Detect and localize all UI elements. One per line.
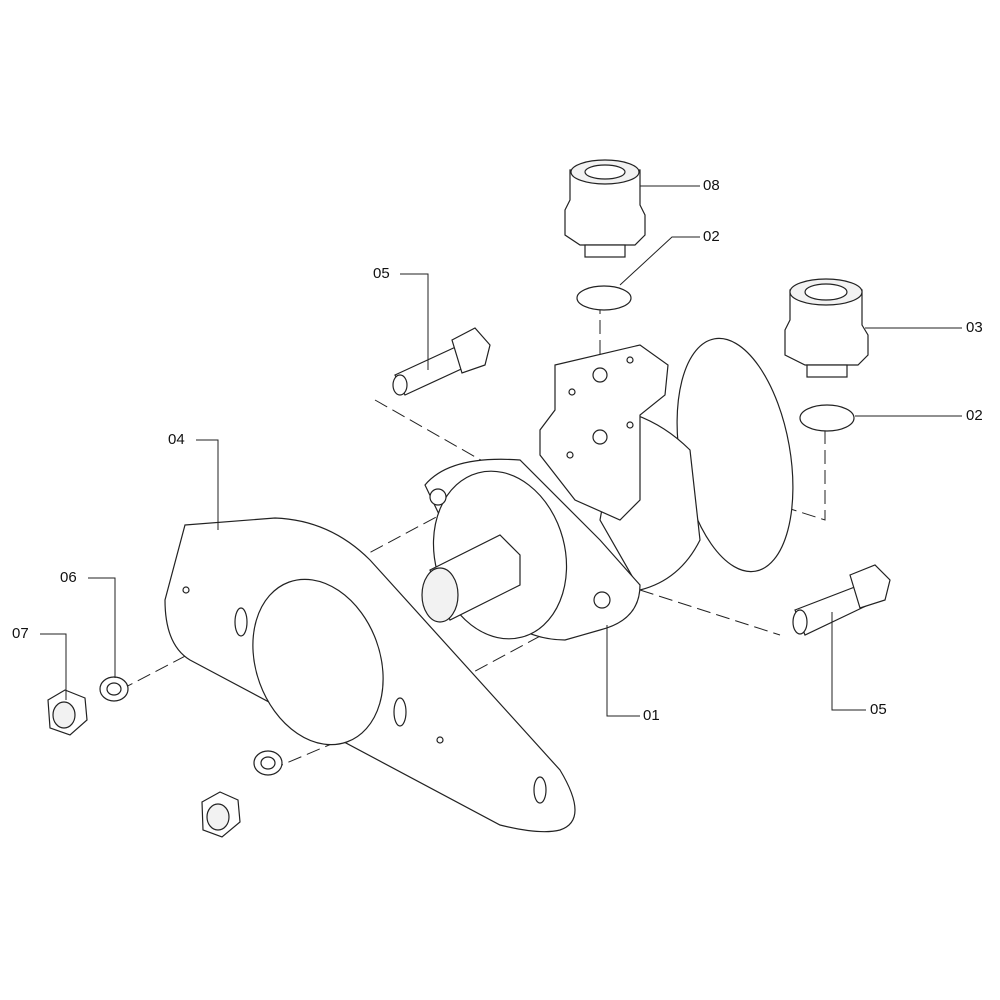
o-ring-right bbox=[799, 404, 855, 432]
fitting-right bbox=[784, 278, 869, 378]
callout-04: 04 bbox=[168, 431, 185, 448]
o-ring-top bbox=[576, 285, 632, 311]
fitting-top bbox=[564, 159, 646, 258]
bolt-right bbox=[792, 564, 891, 636]
callout-03: 03 bbox=[966, 319, 983, 336]
callout-02-top: 02 bbox=[703, 228, 720, 245]
leader-lines bbox=[40, 185, 962, 717]
nut bbox=[47, 689, 241, 838]
callout-05-left: 05 bbox=[373, 265, 390, 282]
callout-06: 06 bbox=[60, 569, 77, 586]
hydraulic-motor bbox=[421, 337, 794, 641]
bolt-left bbox=[392, 327, 491, 396]
callout-02-right: 02 bbox=[966, 407, 983, 424]
callout-05-right: 05 bbox=[870, 701, 887, 718]
washer bbox=[99, 676, 283, 776]
callout-07: 07 bbox=[12, 625, 29, 642]
callout-08: 08 bbox=[703, 177, 720, 194]
callout-01: 01 bbox=[643, 707, 660, 724]
mounting-plate bbox=[164, 517, 576, 833]
